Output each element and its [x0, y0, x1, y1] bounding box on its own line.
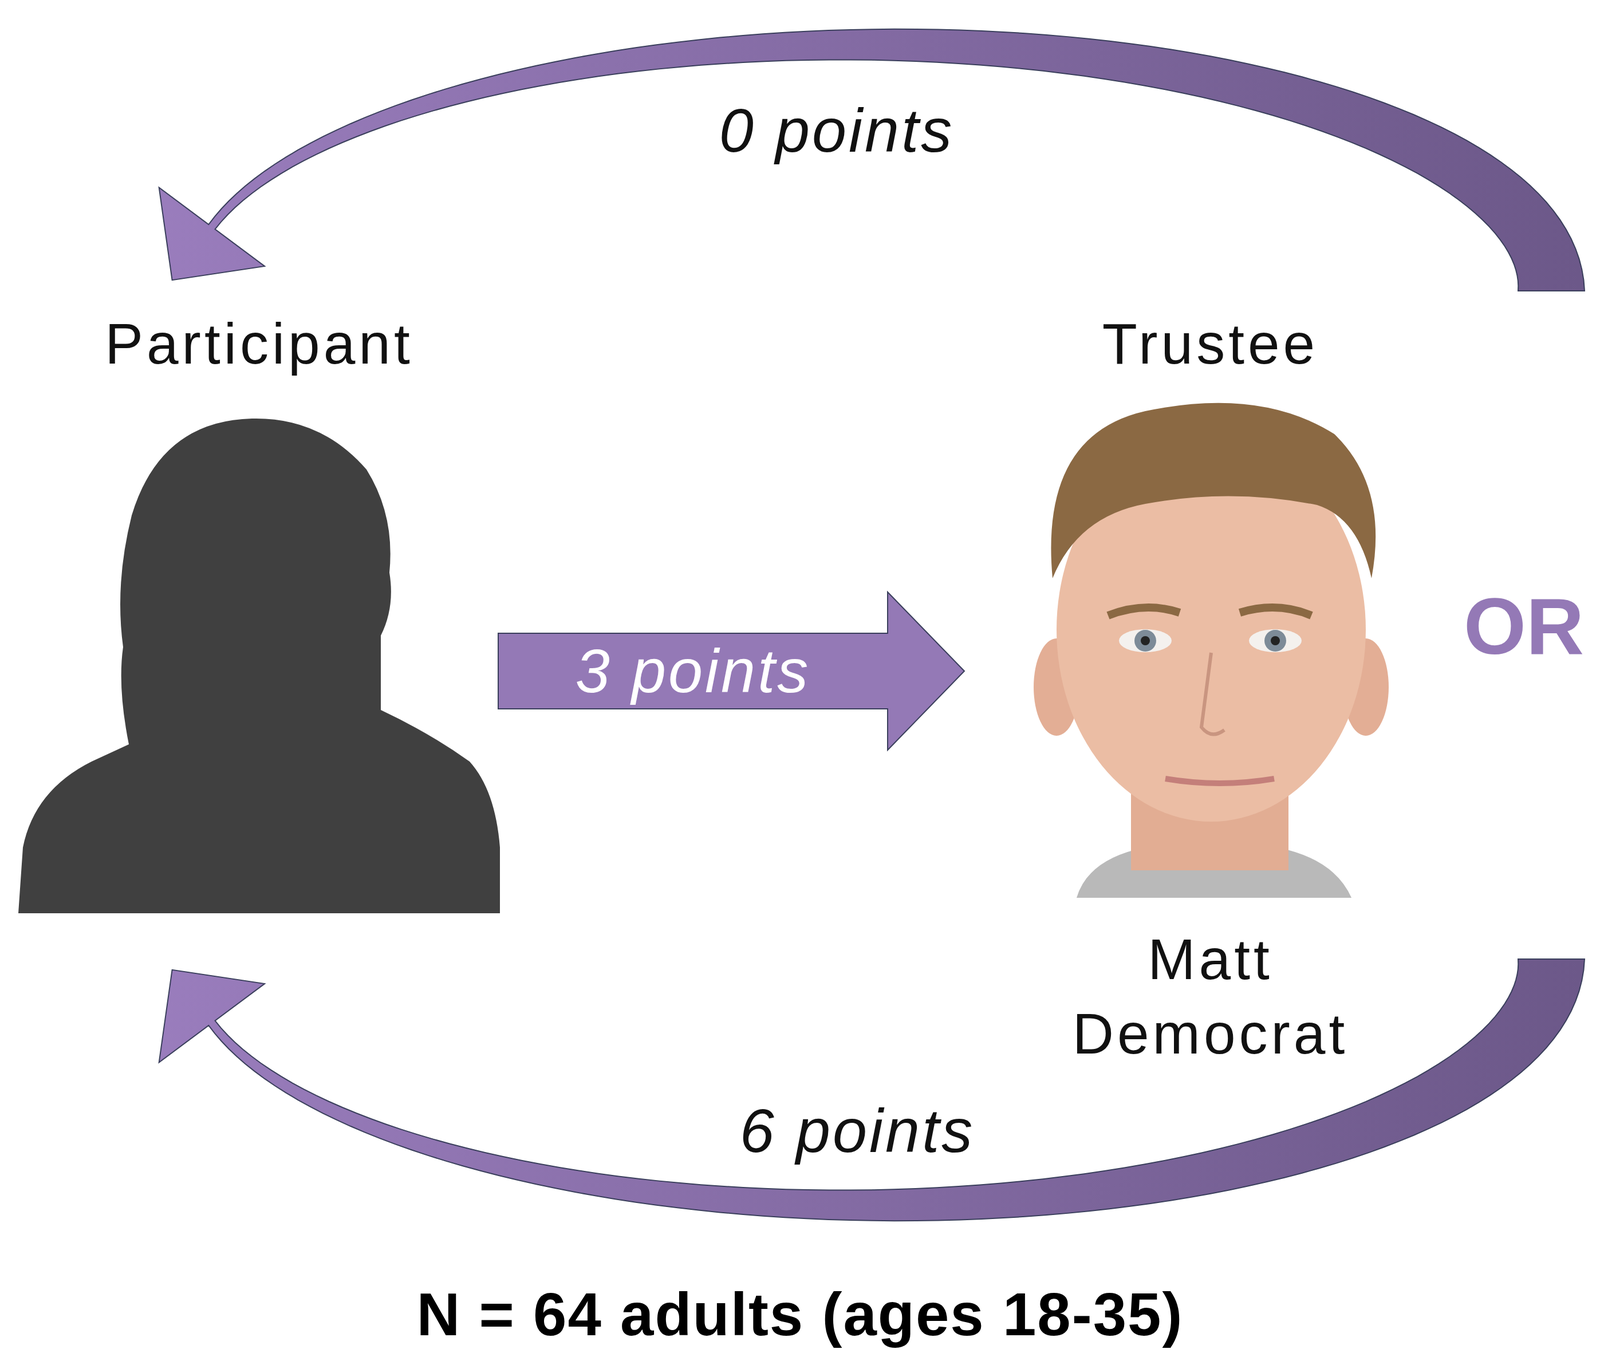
iris [1264, 629, 1287, 652]
face-photo [1033, 403, 1389, 898]
edge-label-box: 3 points [575, 635, 811, 707]
edge-label-box: 0 points [719, 95, 955, 167]
caption: N = 64 adults (ages 18-35) [0, 1281, 1600, 1349]
photo-background [1042, 403, 1378, 898]
hair [1050, 403, 1376, 579]
give-arrow [498, 592, 965, 751]
caption-box: N = 64 adults (ages 18-35) [0, 1281, 1600, 1349]
eye [1118, 629, 1172, 653]
iris [1134, 629, 1157, 652]
photo-spacer [1042, 377, 1378, 922]
pupil [1270, 636, 1280, 646]
edge-label: 6 points [739, 1095, 975, 1167]
node-label: Participant [18, 309, 500, 378]
eyebrow [1108, 607, 1180, 616]
mouth [1165, 778, 1275, 784]
edge-label: 3 points [575, 635, 811, 707]
edge-label-box: 6 points [739, 1095, 975, 1167]
or-label-box: OR [1463, 578, 1584, 675]
photo-spacer [18, 377, 500, 914]
eye [1248, 629, 1302, 653]
person-silhouette [18, 418, 500, 914]
node-label: Matt Democrat [1042, 921, 1378, 1071]
return-arrow [159, 959, 1585, 1221]
or-label: OR [1463, 578, 1584, 675]
return-arrow [159, 29, 1585, 291]
pupil [1140, 636, 1150, 646]
trustee-node: TrusteeMatt Democrat [1042, 309, 1378, 1071]
node-label: Trustee [1042, 309, 1378, 378]
nose [1201, 652, 1225, 735]
edge-label: 0 points [719, 95, 955, 167]
eyebrow [1239, 607, 1312, 616]
participant-node: Participant [18, 309, 500, 914]
